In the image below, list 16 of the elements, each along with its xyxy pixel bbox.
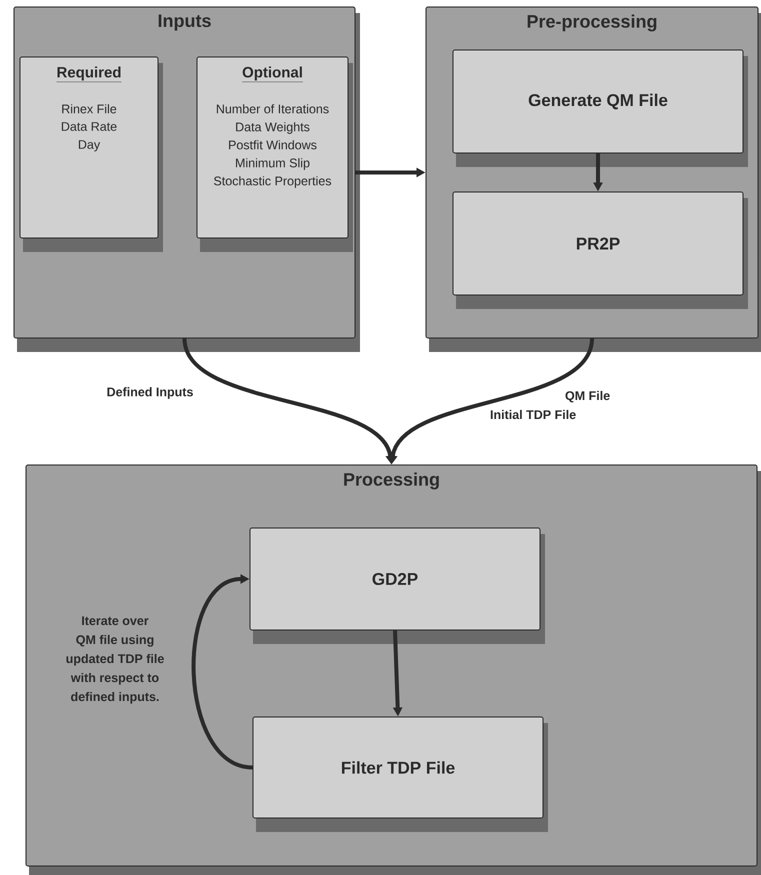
list-item: Stochastic Properties bbox=[214, 176, 332, 188]
process-box: Filter TDP File bbox=[252, 716, 548, 832]
process-box: Generate QM File bbox=[452, 50, 748, 167]
list-item: Rinex File bbox=[62, 104, 116, 114]
list-item: Postfit Windows bbox=[229, 140, 316, 150]
list-item: Data Rate bbox=[62, 122, 117, 131]
edge-label: Defined Inputs bbox=[107, 387, 193, 399]
list-item: Minimum Slip bbox=[236, 158, 310, 170]
list-item: Data Weights bbox=[236, 122, 310, 134]
arrow bbox=[192, 574, 253, 770]
process-box: PR2P bbox=[452, 192, 748, 309]
edge-label: Iterate over QM file using updated TDP file with respect to defined inputs. bbox=[66, 616, 164, 704]
list-item: Number of Iterations bbox=[216, 104, 329, 114]
list-item: Day bbox=[78, 140, 100, 152]
edge-label: QM File Initial TDP File bbox=[490, 390, 610, 420]
process-box: GD2P bbox=[250, 528, 545, 644]
